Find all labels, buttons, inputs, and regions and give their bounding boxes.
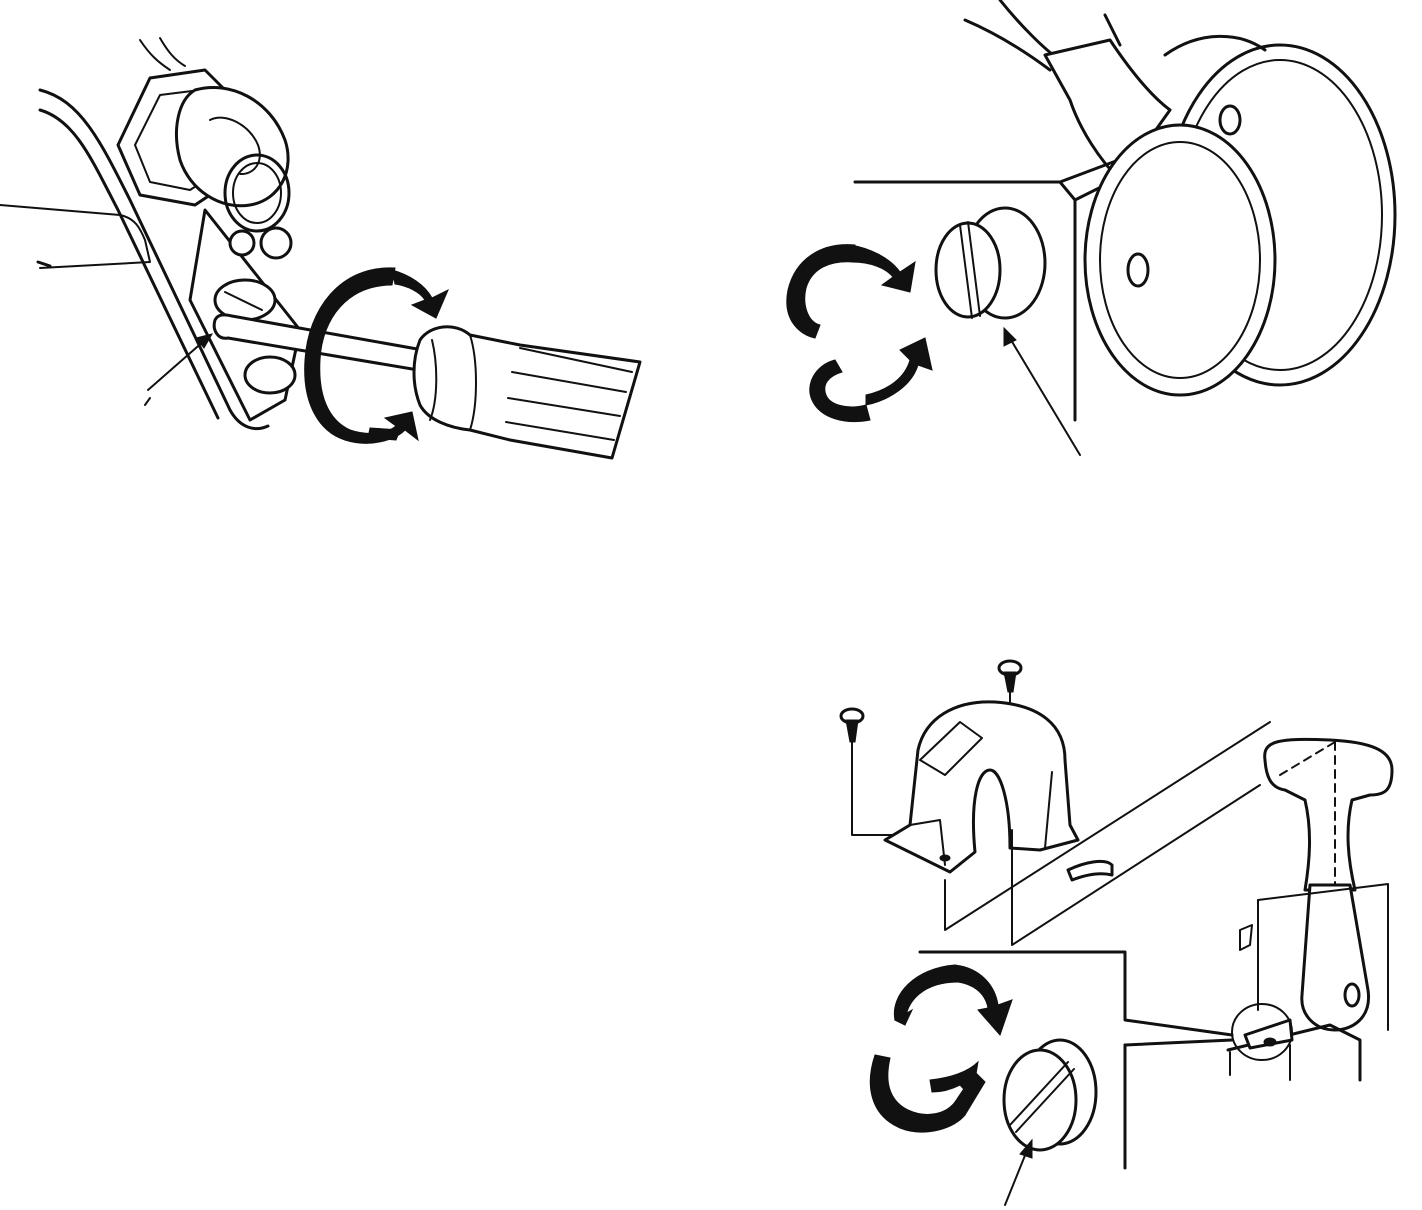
- ring-clip-icon: [223, 153, 293, 260]
- rotation-arrows-icon: [304, 267, 449, 444]
- callout-arrow-icon: [1004, 1138, 1033, 1206]
- slotted-plug-icon: [934, 206, 1047, 320]
- rotation-arrows-icon: [786, 244, 933, 423]
- cover-icon: [883, 700, 1080, 874]
- figure-housing-plug: [786, 0, 1397, 456]
- rotation-arrows-icon: [869, 964, 1013, 1133]
- flanged-screw-icon: [839, 659, 1023, 836]
- screwdriver-icon: [212, 313, 642, 460]
- pulley-wheel-icon: [1083, 34, 1397, 397]
- callout-arrow-icon: [144, 333, 214, 406]
- figure-cover-and-plug: [839, 659, 1394, 1206]
- slotted-plug-icon: [1002, 1038, 1098, 1152]
- hex-nut-icon: [116, 68, 290, 208]
- guide-lines: [918, 721, 1271, 1170]
- linkage-screw: [213, 278, 297, 395]
- figure-screwdriver-adjustment: [0, 37, 642, 460]
- callout-arrow-icon: [1003, 326, 1081, 456]
- lever-bracket: [1226, 883, 1389, 1082]
- control-lever-icon: [1263, 737, 1394, 1032]
